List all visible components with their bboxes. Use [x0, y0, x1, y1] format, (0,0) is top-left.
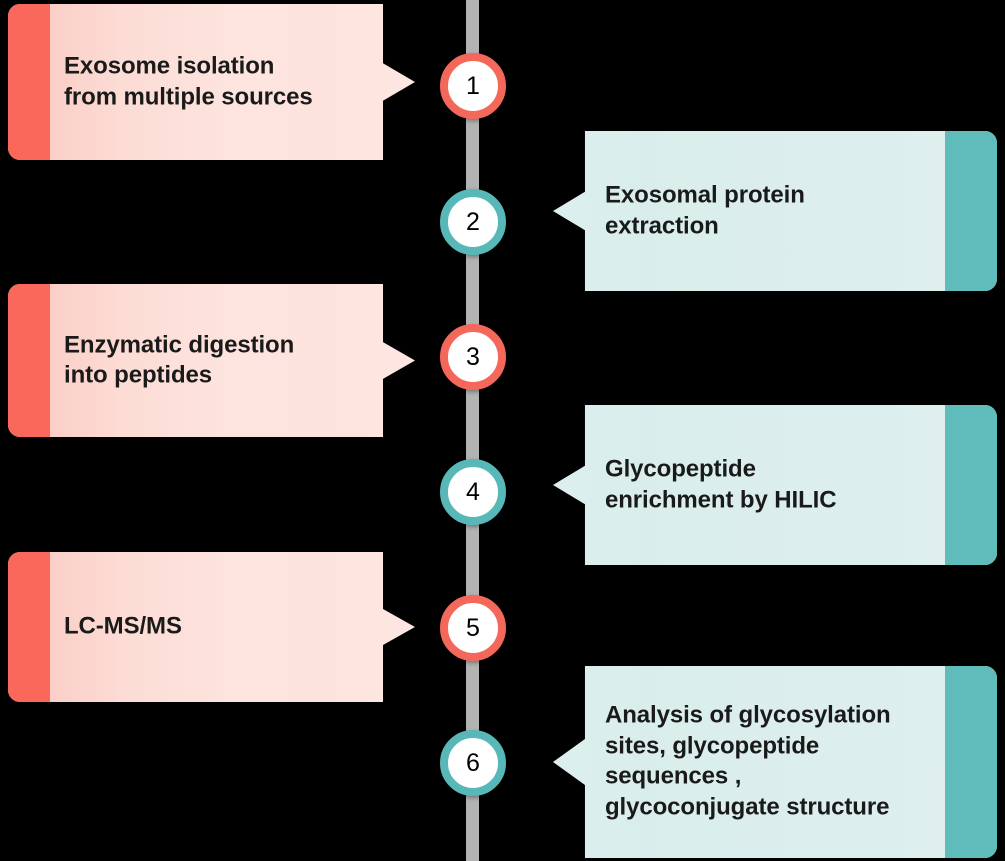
- timeline-node-6[interactable]: 6: [440, 730, 506, 796]
- step-card-4-accent-bar: [945, 405, 997, 565]
- step-card-6-accent-bar: [945, 666, 997, 858]
- step-card-3[interactable]: Enzymatic digestion into peptides: [8, 284, 415, 437]
- timeline-node-3-number: 3: [466, 342, 480, 371]
- step-card-2-body: [553, 131, 997, 291]
- step-card-5-accent-bar: [8, 552, 50, 702]
- step-card-2[interactable]: Exosomal protein extraction: [553, 131, 997, 291]
- timeline-node-1-number: 1: [466, 71, 480, 100]
- timeline-node-4-number: 4: [466, 477, 480, 506]
- step-card-5-label: LC-MS/MS: [64, 612, 182, 640]
- step-card-4[interactable]: Glycopeptide enrichment by HILIC: [553, 405, 997, 565]
- step-card-4-body: [553, 405, 997, 565]
- timeline-node-3[interactable]: 3: [440, 324, 506, 390]
- step-card-6-label: Analysis of glycosylation sites, glycope…: [605, 701, 891, 821]
- step-card-5-body: [8, 552, 415, 702]
- timeline-node-2-number: 2: [466, 207, 480, 236]
- step-card-1-accent-bar: [8, 4, 50, 160]
- timeline-node-2[interactable]: 2: [440, 189, 506, 255]
- step-card-6[interactable]: Analysis of glycosylation sites, glycope…: [553, 666, 997, 858]
- step-card-6-body: [553, 666, 997, 858]
- step-card-1-label: Exosome isolation from multiple sources: [64, 52, 313, 110]
- step-card-5[interactable]: LC-MS/MS: [8, 552, 415, 702]
- timeline-node-5-number: 5: [466, 613, 480, 642]
- step-card-3-accent-bar: [8, 284, 50, 437]
- step-card-4-label: Glycopeptide enrichment by HILIC: [605, 455, 837, 513]
- timeline-node-6-number: 6: [466, 748, 480, 777]
- timeline-node-5[interactable]: 5: [440, 595, 506, 661]
- step-card-3-body: [8, 284, 415, 437]
- step-card-2-accent-bar: [945, 131, 997, 291]
- step-card-2-label: Exosomal protein extraction: [605, 181, 805, 239]
- step-card-1-body: [8, 4, 415, 160]
- timeline-node-4[interactable]: 4: [440, 459, 506, 525]
- step-card-3-label: Enzymatic digestion into peptides: [64, 330, 295, 389]
- timeline-node-1[interactable]: 1: [440, 53, 506, 119]
- step-card-1[interactable]: Exosome isolation from multiple sources: [8, 4, 415, 160]
